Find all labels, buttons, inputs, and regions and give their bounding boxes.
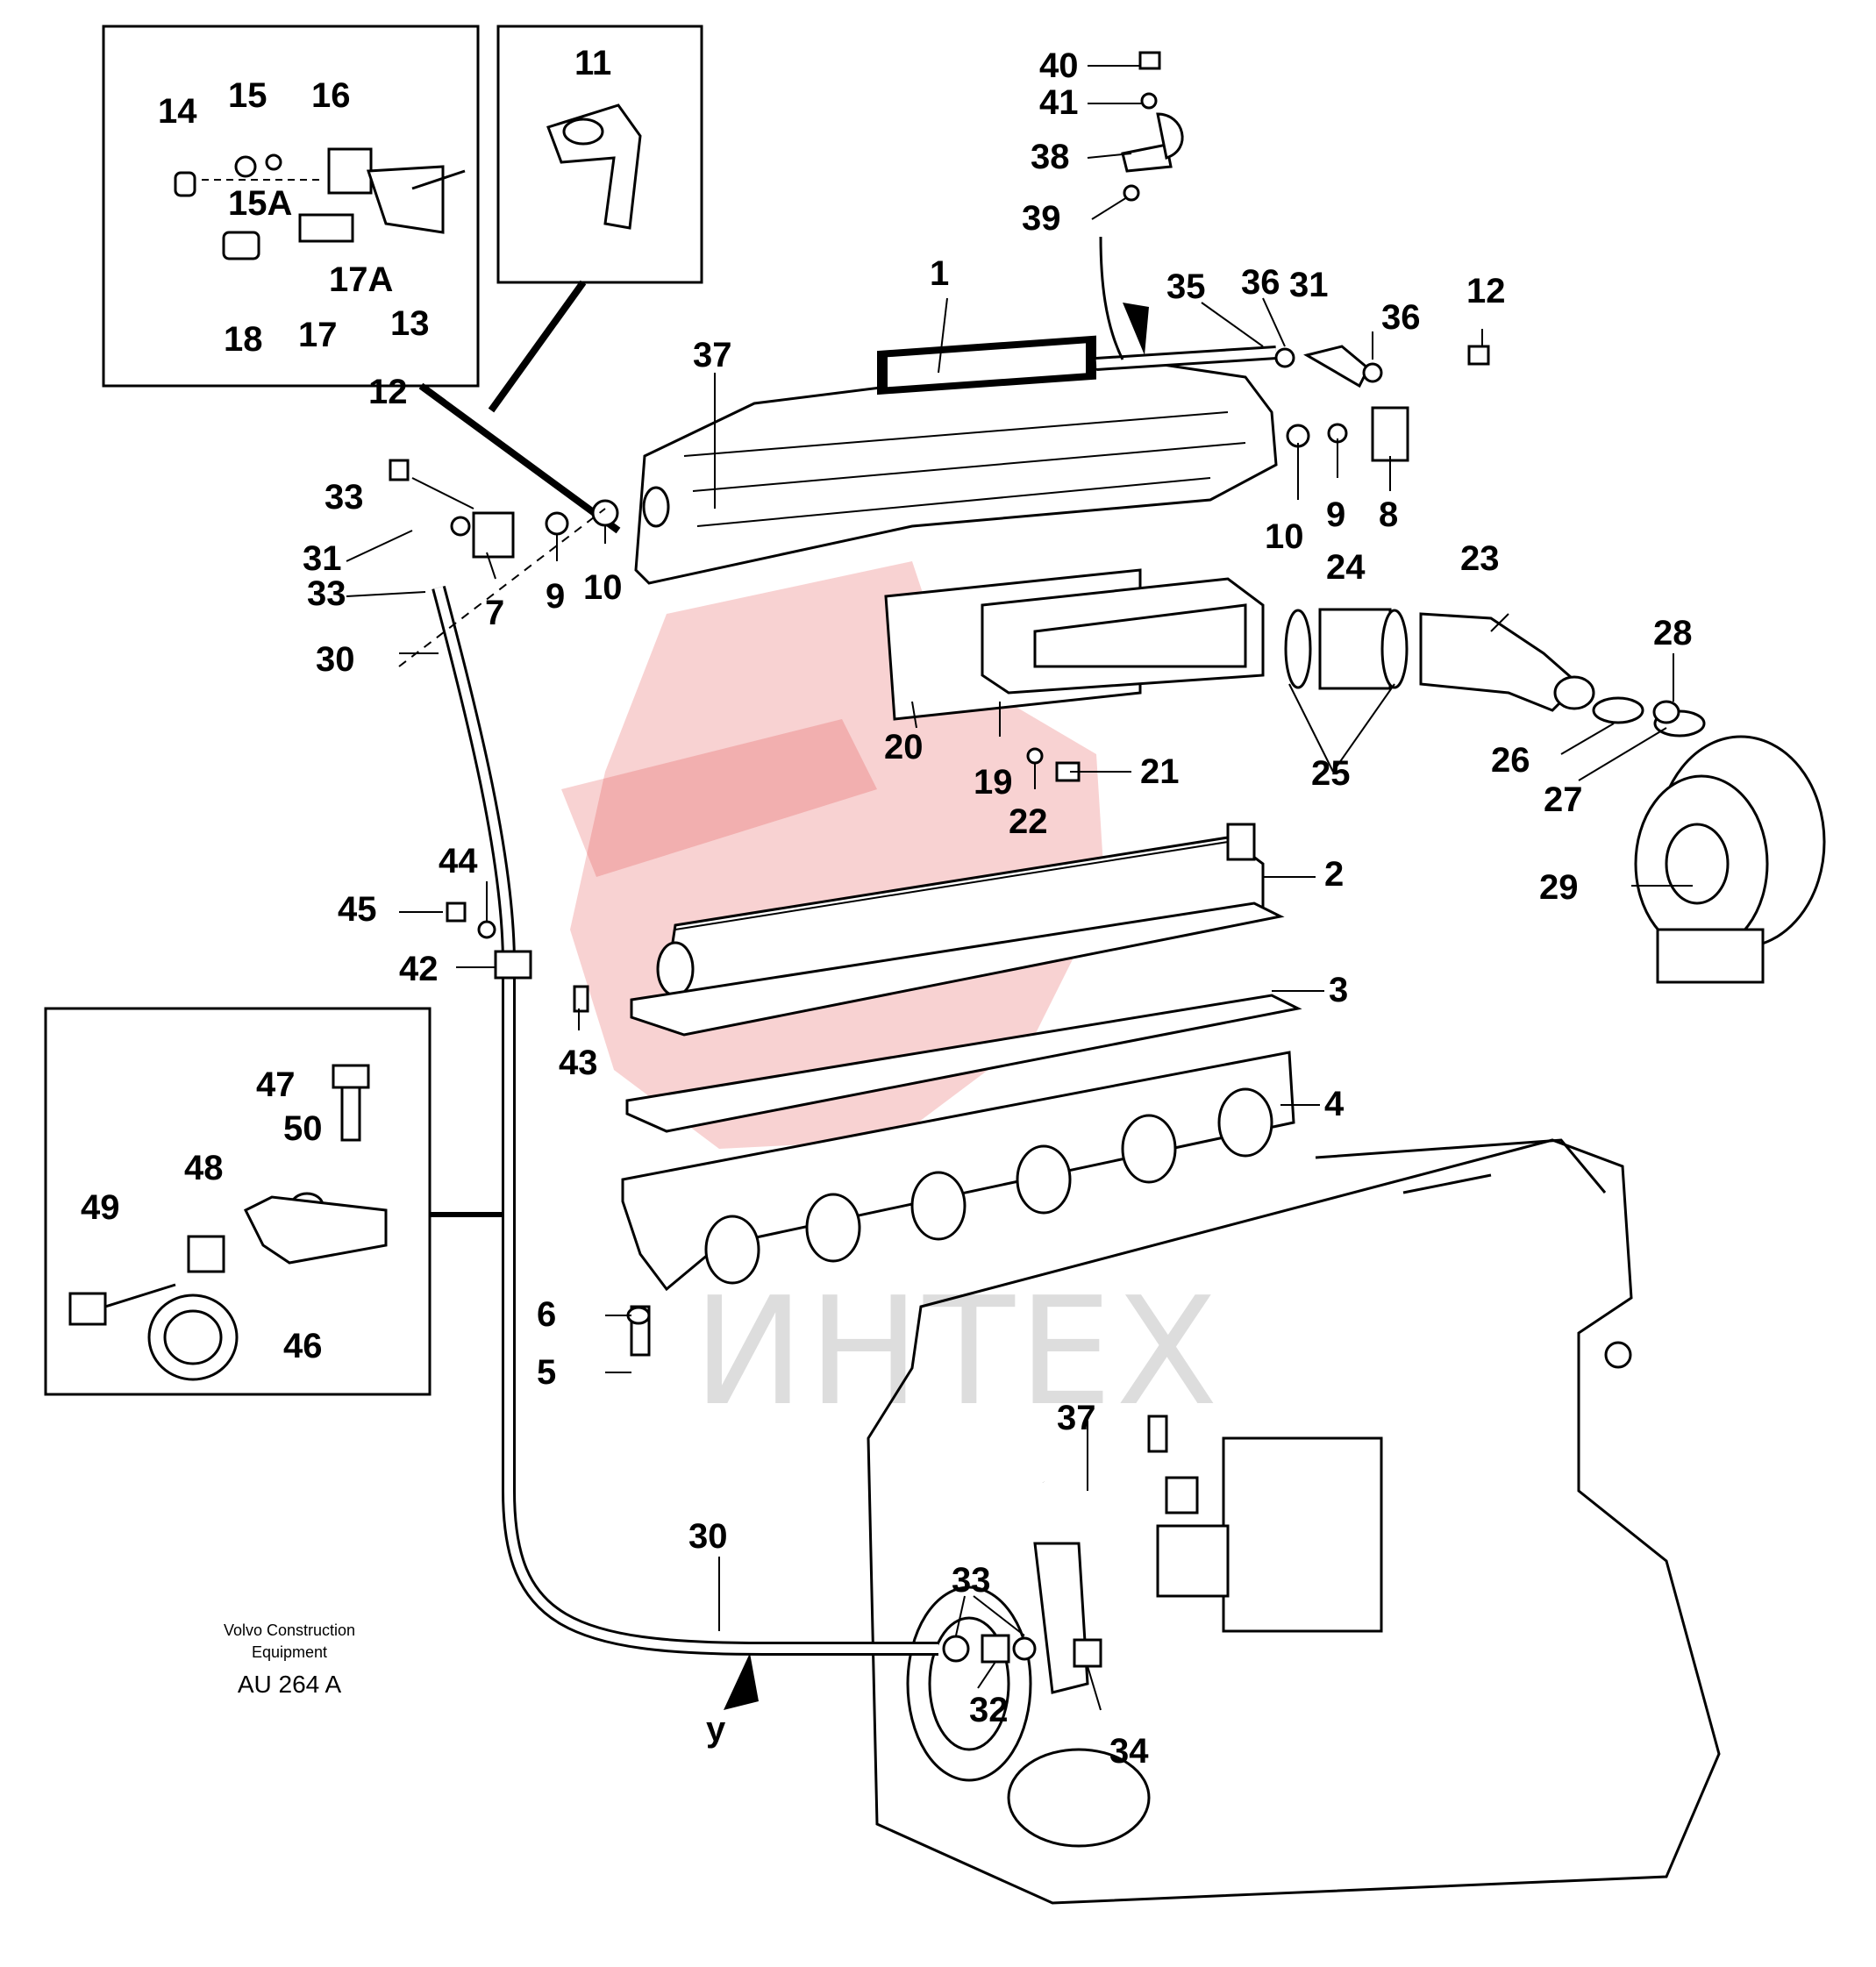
part-label: 38 xyxy=(1031,138,1070,176)
inset-label: 15A xyxy=(228,184,292,223)
part-label: 23 xyxy=(1460,539,1500,578)
part-label: 4 xyxy=(1324,1085,1345,1123)
intake-hoses xyxy=(1284,608,1706,738)
part-label: 32 xyxy=(969,1691,1009,1729)
part-label: 20 xyxy=(884,728,924,766)
part-label: 5 xyxy=(537,1353,556,1392)
part-label: 43 xyxy=(559,1044,598,1082)
inset-label: 18 xyxy=(224,320,263,359)
part-label: 21 xyxy=(1140,752,1180,791)
intake-manifold xyxy=(621,1051,1295,1292)
part-label: 28 xyxy=(1653,614,1693,652)
part-label: 1 xyxy=(930,254,949,293)
part-label: 10 xyxy=(583,568,623,607)
gasket-3 xyxy=(630,902,1285,1037)
inset-label: 11 xyxy=(574,44,611,82)
part-label: 44 xyxy=(439,842,478,880)
inset-label: 47 xyxy=(256,1065,296,1104)
direction-label: y xyxy=(706,1710,726,1749)
vent-pipe-35 xyxy=(1095,346,1277,371)
inset-label: 46 xyxy=(283,1327,323,1365)
part-label: 8 xyxy=(1379,495,1398,534)
part-label: 9 xyxy=(546,577,565,616)
inset-label: 16 xyxy=(311,76,351,115)
drawing-caption: Volvo Construction Equipment AU 264 A xyxy=(224,1621,355,1698)
inset-label: 15 xyxy=(228,76,267,115)
part-label: 6 xyxy=(537,1295,556,1334)
inset-labels-fittings: 14 15 16 15A 18 17 17A 13 11 47 50 48 49… xyxy=(81,44,611,1365)
part-label: 41 xyxy=(1039,83,1079,122)
part-label: 9 xyxy=(1326,495,1345,534)
part-label: 2 xyxy=(1324,855,1344,894)
cooler-housing xyxy=(634,335,1278,585)
part-label: 7 xyxy=(485,594,504,632)
caption-code: AU 264 A xyxy=(238,1671,342,1698)
leader-lines xyxy=(346,65,1693,1711)
part-label: 10 xyxy=(1265,517,1304,556)
part-label: 31 xyxy=(303,539,342,578)
part-label: 34 xyxy=(1109,1732,1149,1771)
part-label: 12 xyxy=(368,373,408,411)
part-label: 24 xyxy=(1326,548,1366,587)
part-label: 12 xyxy=(1466,272,1506,310)
part-label: 26 xyxy=(1491,741,1530,780)
inset-label: 14 xyxy=(158,92,197,131)
part-label: 30 xyxy=(316,640,355,679)
part-label: 3 xyxy=(1329,971,1348,1009)
part-label: 19 xyxy=(974,763,1013,802)
watermark-text: ИНТЕХ xyxy=(693,1265,1222,1439)
part-label: 37 xyxy=(1057,1399,1096,1437)
inset-label: 17 xyxy=(298,316,338,354)
flow-arrows: y xyxy=(706,236,1149,1749)
belt-pulley xyxy=(906,1542,1151,1848)
part-label: 31 xyxy=(1289,266,1329,304)
inset-label: 17A xyxy=(329,260,393,299)
vent-pipe-30 xyxy=(432,585,938,1656)
inset-label: 50 xyxy=(283,1109,323,1148)
caption-line-1: Volvo Construction xyxy=(224,1621,355,1639)
part-label: 37 xyxy=(693,336,732,374)
part-label: 27 xyxy=(1544,780,1583,819)
part-label: 22 xyxy=(1009,802,1048,841)
part-label: 45 xyxy=(338,890,377,929)
part-label: 33 xyxy=(307,574,346,613)
part-label: 29 xyxy=(1539,868,1579,907)
caption-line-2: Equipment xyxy=(252,1643,327,1661)
part-label: 39 xyxy=(1022,199,1061,238)
gasket-4 xyxy=(625,994,1302,1133)
engine-block xyxy=(867,1138,1721,1905)
part-label: 33 xyxy=(325,478,364,517)
part-label: 30 xyxy=(688,1517,728,1556)
part-label: 25 xyxy=(1311,754,1351,793)
intake-elbow xyxy=(884,568,1265,721)
inset-label: 13 xyxy=(390,304,430,343)
inset-label: 48 xyxy=(184,1149,224,1187)
inset-pointer-1 xyxy=(418,382,621,534)
inset-fittings-parts xyxy=(174,147,466,260)
part-label: 33 xyxy=(952,1561,991,1600)
part-label: 40 xyxy=(1039,46,1079,85)
inset-clamp-parts xyxy=(68,1064,388,1381)
part-number-labels: 1 2 3 4 5 6 7 8 9 9 10 10 12 12 19 20 21… xyxy=(303,46,1693,1771)
part-label: 35 xyxy=(1166,267,1206,306)
inset-pointer-2 xyxy=(488,280,587,413)
part-label: 36 xyxy=(1241,263,1280,302)
turbocharger xyxy=(1634,735,1826,984)
inset-label: 49 xyxy=(81,1188,120,1227)
part-label: 42 xyxy=(399,950,439,988)
part-label: 36 xyxy=(1381,298,1421,337)
inset-bracket-part xyxy=(546,103,642,230)
